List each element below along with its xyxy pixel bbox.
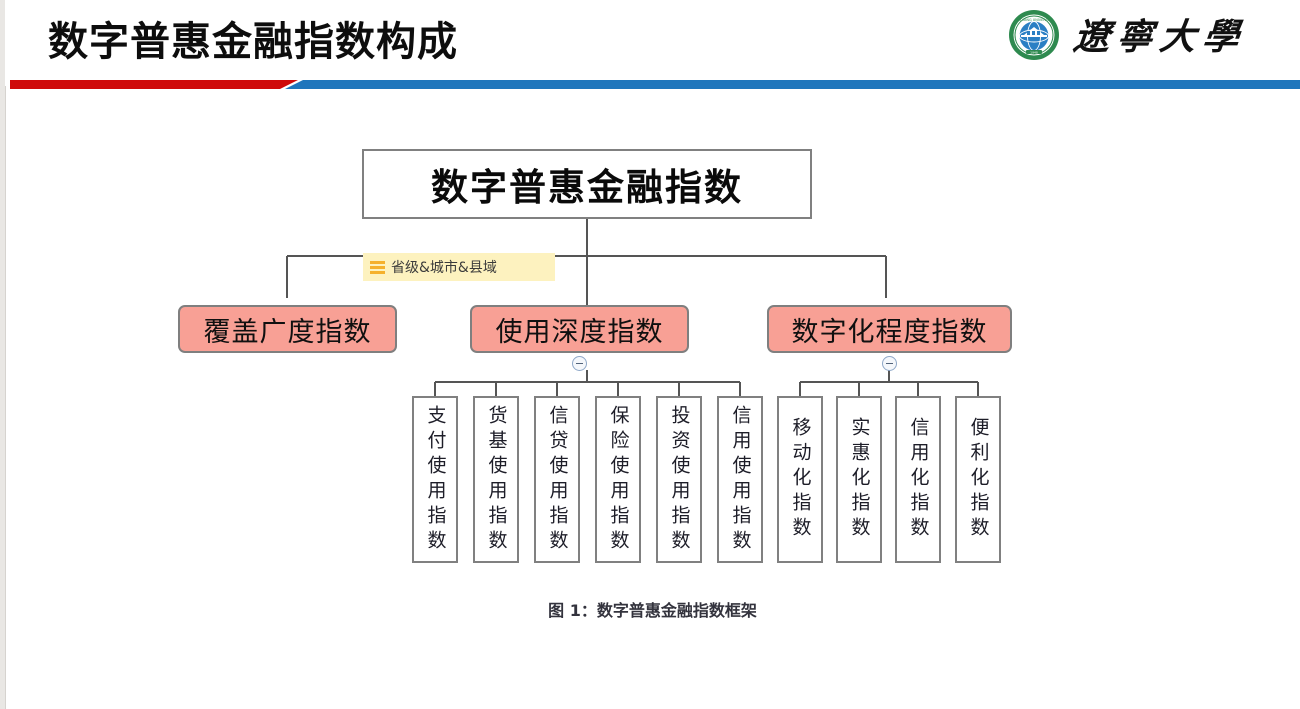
leaf-creditization[interactable]: 信用化指数 (895, 396, 941, 563)
leaf-creditscore-usage-label: 信用使用指数 (729, 404, 752, 555)
leaf-affordability[interactable]: 实惠化指数 (836, 396, 882, 563)
leaf-money-fund-usage-label: 货基使用指数 (485, 404, 508, 555)
scope-note[interactable]: 省级&城市&县域 (363, 253, 555, 281)
leaf-mobility[interactable]: 移动化指数 (777, 396, 823, 563)
leaf-credit-loan-usage-label: 信贷使用指数 (546, 404, 569, 555)
node-digitization-level[interactable]: 数字化程度指数 (767, 305, 1012, 353)
node-digitization-level-label: 数字化程度指数 (791, 316, 988, 348)
svg-text:LIAONING UNIVERSITY: LIAONING UNIVERSITY (1015, 18, 1054, 22)
node-coverage-breadth-label: 覆盖广度指数 (203, 316, 372, 348)
divider-bar-blue (285, 80, 1300, 89)
university-logo: LIAONING UNIVERSITY 1948 遼寧大學 (1008, 6, 1298, 68)
leaf-credit-loan-usage[interactable]: 信贷使用指数 (534, 396, 580, 563)
svg-text:1948: 1948 (1030, 50, 1038, 54)
divider-bar-red (10, 80, 298, 89)
node-root[interactable]: 数字普惠金融指数 (362, 149, 812, 219)
page-title: 数字普惠金融指数构成 (48, 19, 458, 65)
list-icon (370, 260, 385, 274)
node-usage-depth-label: 使用深度指数 (495, 316, 664, 348)
leaf-insurance-usage[interactable]: 保险使用指数 (595, 396, 641, 563)
figure-caption: 图 1：数字普惠金融指数框架 (548, 601, 757, 620)
leaf-investment-usage-label: 投资使用指数 (668, 404, 691, 555)
leaf-payment-usage[interactable]: 支付使用指数 (412, 396, 458, 563)
leaf-money-fund-usage[interactable]: 货基使用指数 (473, 396, 519, 563)
university-name: 遼寧大學 (1071, 16, 1248, 58)
collapse-toggle-usage-icon[interactable] (572, 356, 587, 371)
leaf-insurance-usage-label: 保险使用指数 (607, 404, 630, 555)
diagram-canvas: 数字普惠金融指数 省级&城市&县域 覆盖广度指数 使用深度指数 数字化程度指数 … (5, 86, 1300, 709)
node-usage-depth[interactable]: 使用深度指数 (470, 305, 689, 353)
leaf-payment-usage-label: 支付使用指数 (424, 404, 447, 555)
node-coverage-breadth[interactable]: 覆盖广度指数 (178, 305, 397, 353)
leaf-convenience[interactable]: 便利化指数 (955, 396, 1001, 563)
leaf-creditscore-usage[interactable]: 信用使用指数 (717, 396, 763, 563)
slide-edge-strip (0, 0, 6, 709)
leaf-mobility-label: 移动化指数 (789, 417, 812, 542)
slide-header: 数字普惠金融指数构成 LIAONING UNIVERSITY 1948 遼寧大學 (5, 0, 1300, 89)
university-emblem-icon: LIAONING UNIVERSITY 1948 (1009, 10, 1059, 60)
leaf-creditization-label: 信用化指数 (907, 417, 930, 542)
collapse-toggle-digitization-icon[interactable] (882, 356, 897, 371)
scope-note-label: 省级&城市&县域 (391, 260, 497, 276)
node-root-label: 数字普惠金融指数 (431, 166, 743, 209)
leaf-affordability-label: 实惠化指数 (848, 417, 871, 542)
leaf-convenience-label: 便利化指数 (967, 417, 990, 542)
leaf-investment-usage[interactable]: 投资使用指数 (656, 396, 702, 563)
